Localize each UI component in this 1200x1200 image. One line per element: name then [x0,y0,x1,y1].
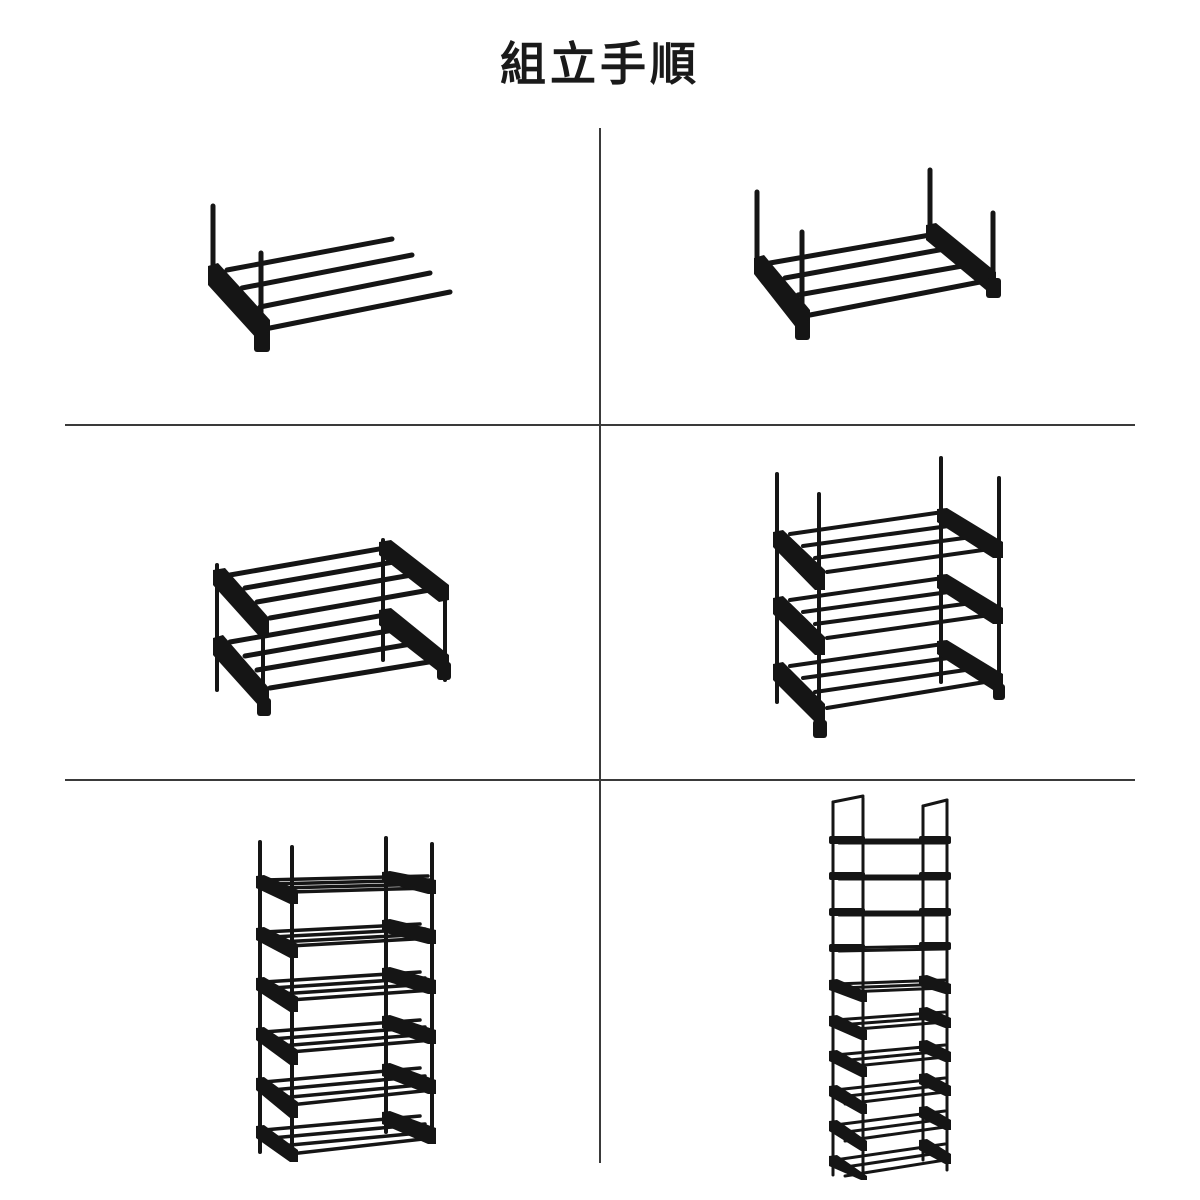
step-6-illustration [825,790,955,1180]
divider-vertical [599,128,601,1163]
step-4-illustration [765,452,1015,747]
page-title: 組立手順 [500,37,700,91]
divider-horizontal-2 [65,779,1135,781]
step-5-illustration [250,832,450,1162]
step-3-illustration [205,530,465,720]
step-2-illustration [740,160,1020,350]
step-1-illustration [180,190,470,370]
divider-horizontal-1 [65,424,1135,426]
